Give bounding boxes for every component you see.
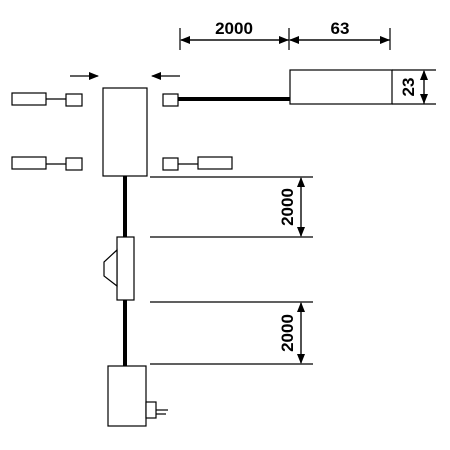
dim-label-cable-bottom: 2000 xyxy=(278,314,297,352)
plug-connector xyxy=(162,157,179,171)
plug-body xyxy=(197,156,233,170)
adapter-prong-base xyxy=(145,401,157,419)
dim-label-device-height: 23 xyxy=(399,78,418,97)
switch-rocker xyxy=(103,248,118,288)
adapter-body xyxy=(107,365,147,427)
dim-label-cable-mid: 2000 xyxy=(278,188,297,226)
end-device-box xyxy=(289,69,393,105)
plug-left-bottom xyxy=(11,156,83,171)
dim-label-device-length: 63 xyxy=(331,19,350,38)
plug-left-top xyxy=(11,92,83,107)
power-plug-adapter xyxy=(107,365,168,427)
plug-body xyxy=(11,156,47,170)
inline-switch xyxy=(103,236,135,301)
junction-box xyxy=(102,87,148,177)
mid-dimension: 2000 xyxy=(150,176,313,238)
plug-body xyxy=(11,92,47,106)
bottom-dimension: 2000 xyxy=(150,301,313,365)
dim-label-cable-top: 2000 xyxy=(215,19,253,38)
plug-right-bottom xyxy=(162,156,233,171)
plug-connector xyxy=(65,93,83,107)
top-dimension: 2000 63 xyxy=(179,19,391,50)
plug-connector xyxy=(65,157,83,171)
connector-top-right xyxy=(162,93,179,107)
switch-body xyxy=(116,236,135,301)
height-dimension: 23 xyxy=(392,69,436,105)
